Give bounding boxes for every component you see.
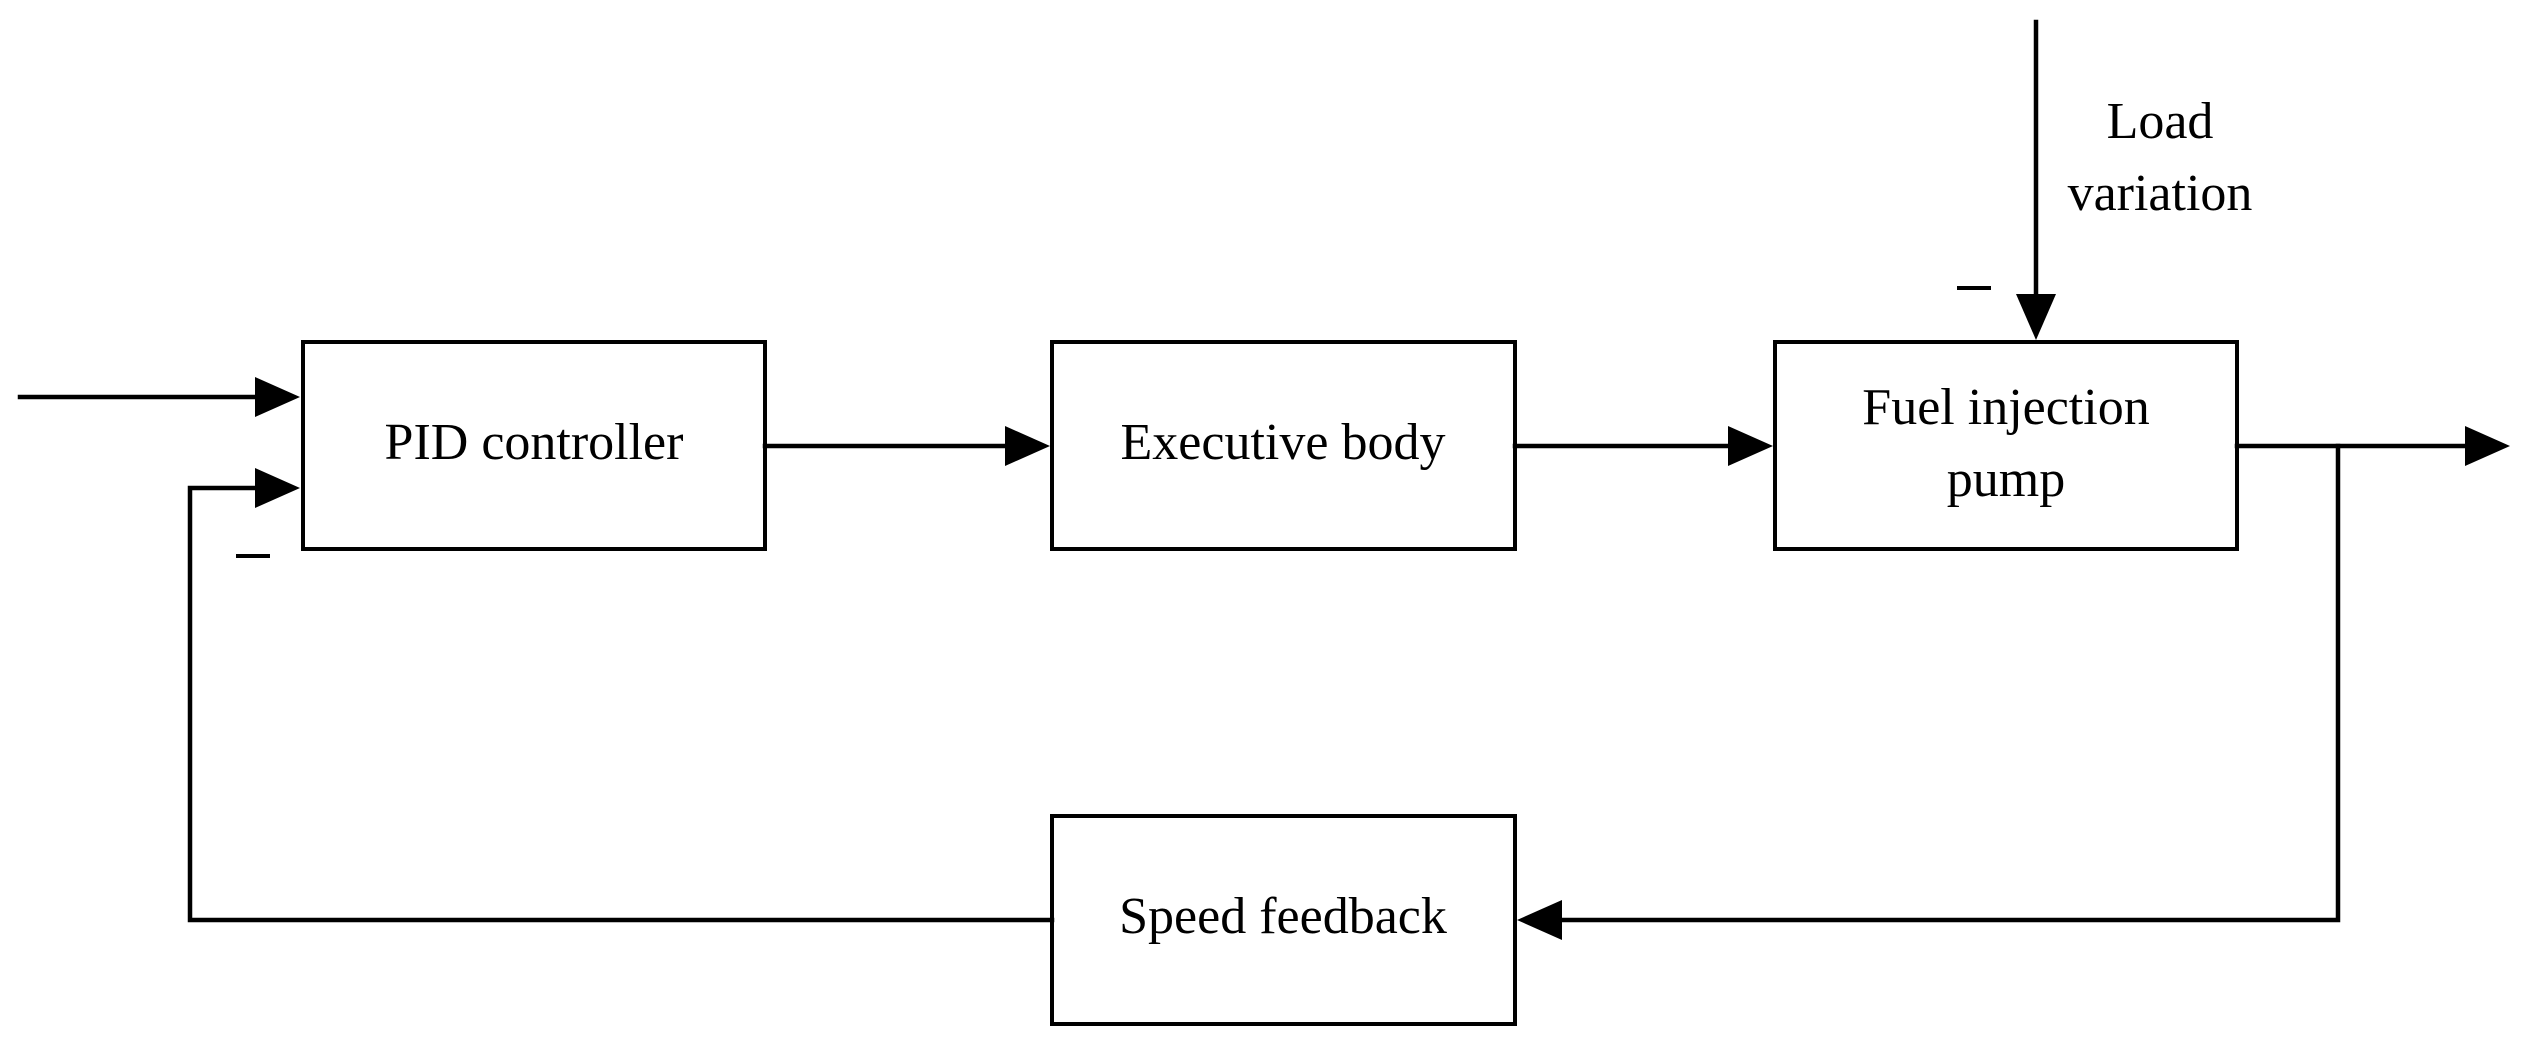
pid-controller-label: PID controller [385, 414, 684, 471]
pid-to-executive-arrow [762, 426, 1050, 466]
executive-to-pump-arrow [1512, 426, 1773, 466]
output-to-feedback-arrow [1517, 443, 2341, 940]
output-arrow [2234, 426, 2510, 466]
speed-feedback-block: Speed feedback [1050, 814, 1517, 1026]
reference-input-arrow [17, 377, 300, 417]
speed-feedback-label: Speed feedback [1119, 888, 1447, 945]
load-variation-label-line1: Load [2107, 93, 2214, 150]
load-variation-label-line2: variation [2068, 165, 2253, 222]
executive-body-label: Executive body [1121, 414, 1446, 471]
fuel-injection-pump-label-line2: pump [1947, 451, 2065, 508]
feedback-minus-sign [236, 554, 270, 558]
feedback-to-pid-arrow [187, 468, 1055, 923]
load-variation-arrow [2016, 19, 2056, 340]
executive-body-block: Executive body [1050, 340, 1517, 551]
fuel-injection-pump-label-line1: Fuel injection [1862, 379, 2149, 436]
pid-controller-block: PID controller [301, 340, 767, 551]
disturbance-minus-sign [1957, 286, 1991, 290]
fuel-injection-pump-block: Fuel injection pump [1773, 340, 2239, 551]
